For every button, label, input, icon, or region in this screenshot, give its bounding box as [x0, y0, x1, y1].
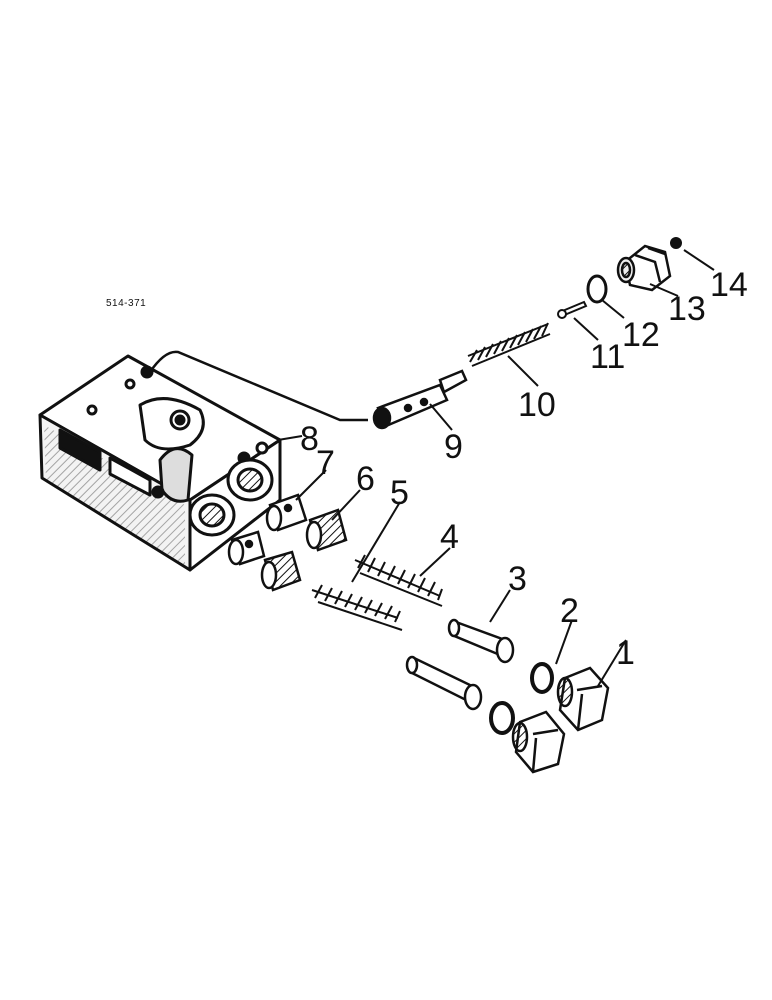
valve-body — [38, 354, 282, 572]
spring-4 — [354, 554, 443, 607]
pin-11 — [557, 300, 588, 319]
drawing-code: 514-371 — [106, 298, 146, 309]
leader-lines — [277, 249, 715, 687]
spring-5 — [311, 584, 403, 631]
callout-labels: 1 2 3 4 5 6 7 8 9 10 11 12 13 14 — [300, 266, 748, 672]
callout-6: 6 — [356, 460, 375, 498]
callout-11: 11 — [590, 338, 625, 376]
sleeve-6 — [260, 508, 348, 592]
callout-3: 3 — [508, 560, 527, 598]
callout-4: 4 — [440, 518, 459, 556]
callout-2: 2 — [560, 592, 579, 630]
callout-14: 14 — [710, 266, 748, 304]
plug-13 — [616, 244, 672, 292]
spool — [372, 369, 468, 430]
o-ring-2a — [530, 662, 554, 694]
callout-13: 13 — [668, 290, 706, 328]
spring-10 — [467, 322, 551, 367]
callout-12: 12 — [622, 316, 660, 354]
sleeve-7 — [227, 493, 308, 566]
plug-1a — [556, 666, 610, 732]
callout-7: 7 — [316, 444, 335, 482]
o-ring-2b — [489, 701, 515, 735]
callout-5: 5 — [390, 474, 409, 512]
callout-1: 1 — [616, 634, 635, 672]
callout-10: 10 — [518, 386, 556, 424]
ball-14 — [670, 237, 682, 249]
o-ring-12 — [586, 274, 608, 304]
plug-1b — [511, 710, 566, 774]
plunger-3 — [405, 618, 515, 711]
callout-9: 9 — [444, 428, 463, 466]
callout-8: 8 — [300, 420, 319, 458]
connecting-line — [148, 350, 368, 422]
